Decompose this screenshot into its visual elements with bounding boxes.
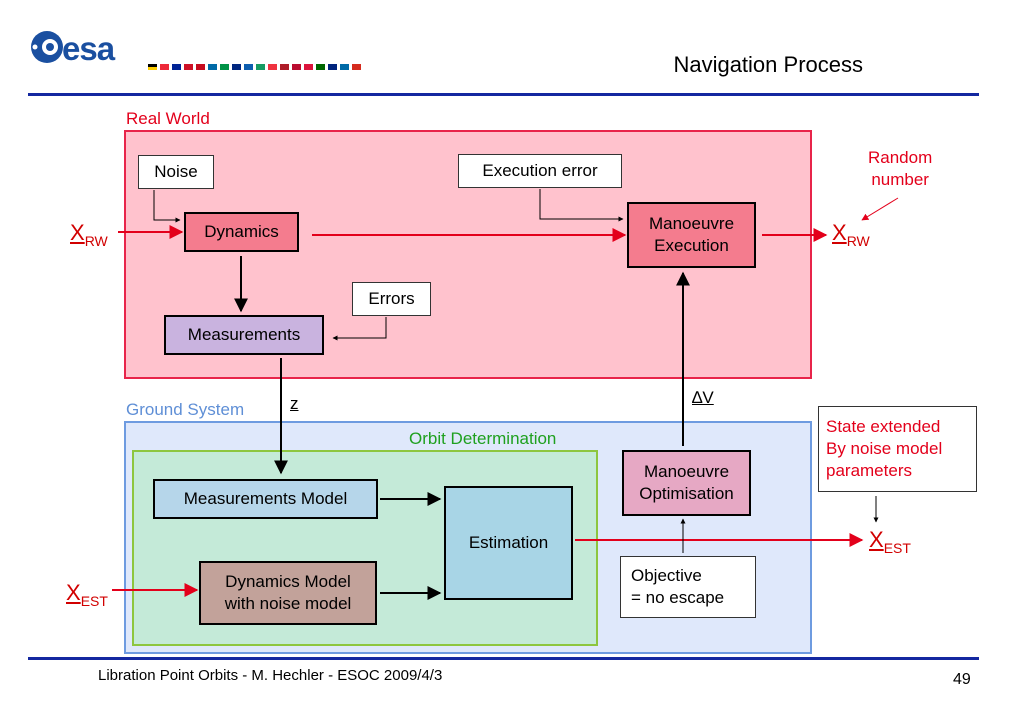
state-extended-line2: By noise model [826, 439, 943, 458]
x-est-output-symbol: XEST [869, 527, 911, 556]
execution-error-to-manoeuvre-arrow [539, 189, 624, 222]
state-extended-box: State extended By noise model parameters [818, 406, 977, 492]
random-number-line2: number [871, 170, 929, 189]
manoeuvre-execution-line1: Manoeuvre [648, 214, 735, 233]
header-rule [28, 93, 979, 96]
dynamics-box: Dynamics [184, 212, 299, 252]
orbit-determination-label: Orbit Determination [409, 429, 557, 448]
x-rw-output-letter: X [832, 220, 847, 245]
random-number-note: Random number [868, 147, 932, 191]
x-rw-input-symbol: XRW [70, 220, 108, 249]
errors-box: Errors [352, 282, 431, 316]
noise-to-dynamics-arrow [153, 190, 181, 223]
dynamics-model-box: Dynamics Model with noise model [199, 561, 377, 625]
x-rw-input-letter: X [70, 220, 85, 245]
real-world-label: Real World [126, 109, 210, 128]
footer-rule [28, 657, 979, 660]
random-number-line1: Random [868, 148, 933, 167]
esa-logo-text: esa [62, 30, 115, 67]
execution-error-box: Execution error [458, 154, 622, 188]
measurements-model-label: Measurements Model [183, 489, 348, 508]
manoeuvre-optimisation-line2: Optimisation [639, 484, 734, 503]
estimation-label: Estimation [468, 533, 549, 552]
footer-text: Libration Point Orbits - M. Hechler - ES… [98, 667, 443, 684]
objective-line2: = no escape [631, 588, 725, 607]
objective-box: Objective = no escape [620, 556, 756, 618]
x-est-output-sub: EST [883, 540, 911, 556]
page-title: Navigation Process [673, 52, 863, 77]
noise-box: Noise [138, 155, 214, 189]
x-est-input-letter: X [66, 580, 81, 605]
state-extended-line3: parameters [826, 461, 912, 480]
manoeuvre-execution-line2: Execution [654, 236, 729, 255]
x-rw-output-symbol: XRW [832, 220, 870, 249]
measurements-box: Measurements [164, 315, 324, 355]
manoeuvre-optimisation-box: Manoeuvre Optimisation [622, 450, 751, 516]
ground-system-label: Ground System [126, 400, 245, 419]
member-flags [148, 64, 361, 70]
x-est-input-symbol: XEST [66, 580, 108, 609]
noise-label: Noise [154, 162, 198, 181]
x-est-output-letter: X [869, 527, 884, 552]
manoeuvre-execution-box: Manoeuvre Execution [627, 202, 756, 268]
measurements-label: Measurements [187, 325, 301, 344]
measurements-model-box: Measurements Model [153, 479, 378, 519]
errors-label: Errors [368, 289, 415, 308]
errors-to-measurements-arrow [332, 317, 387, 341]
x-est-input-sub: EST [80, 593, 108, 609]
estimation-box: Estimation [444, 486, 573, 600]
esa-logo-emblem [31, 31, 63, 63]
delta-v-label: ∆V [692, 388, 714, 407]
state-extended-line1: State extended [826, 417, 941, 436]
dynamics-model-line1: Dynamics Model [225, 572, 351, 591]
z-label: z [290, 394, 299, 413]
page-number: 49 [953, 671, 971, 688]
execution-error-label: Execution error [482, 161, 598, 180]
manoeuvre-optimisation-line1: Manoeuvre [643, 462, 730, 481]
x-rw-input-sub: RW [84, 233, 108, 249]
dynamics-model-line2: with noise model [224, 594, 352, 613]
esa-logo [30, 30, 170, 75]
objective-line1: Objective [631, 566, 702, 585]
dynamics-label: Dynamics [204, 222, 279, 241]
x-rw-output-sub: RW [846, 233, 870, 249]
random-number-pointer [861, 197, 899, 221]
